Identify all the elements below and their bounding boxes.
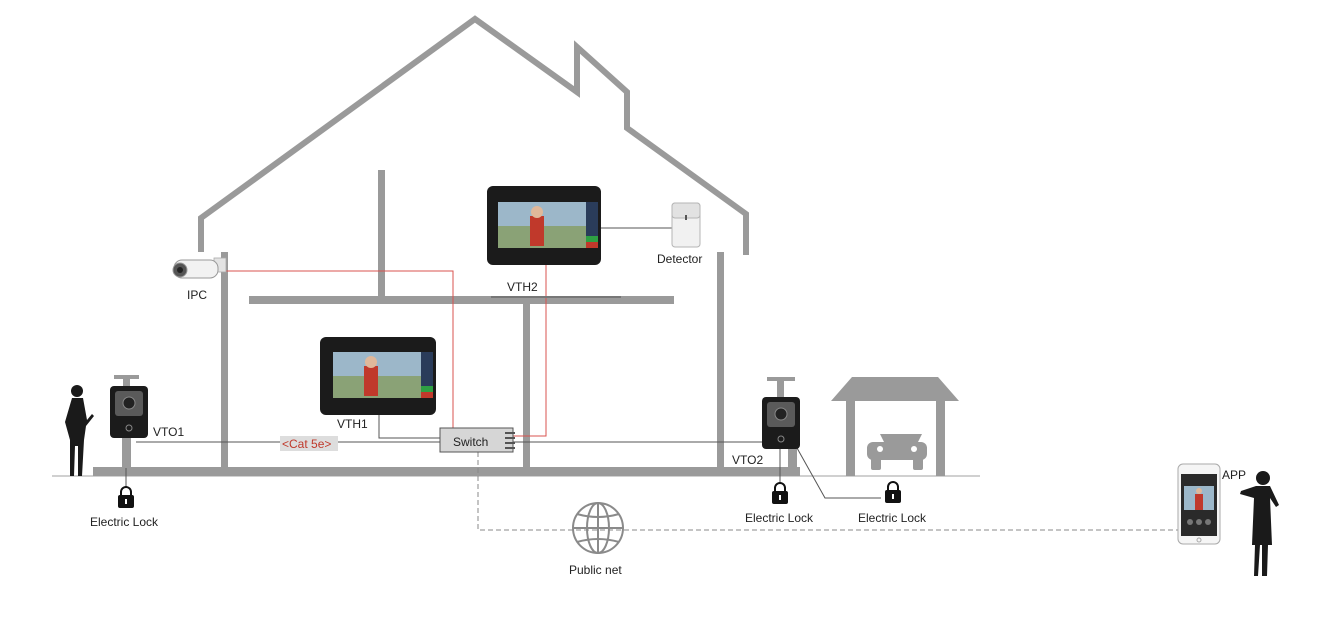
vth1-monitor-icon (320, 337, 436, 415)
ipc-label: IPC (187, 288, 207, 302)
globe-icon (572, 502, 624, 554)
public-net-dashed-line (477, 452, 1180, 531)
lock-right-label: Electric Lock (858, 511, 927, 525)
person-left-silhouette-icon (65, 385, 94, 476)
vth2-to-switch-cable (513, 262, 547, 437)
vth2-monitor-icon (487, 186, 601, 265)
lock-left-label: Electric Lock (90, 515, 159, 529)
house-right-wall (717, 252, 724, 470)
detector-icon (671, 202, 701, 248)
house-middle-floor (249, 296, 674, 304)
person-right-silhouette-icon (1240, 471, 1279, 576)
smartphone-icon (1177, 463, 1221, 545)
lock-mid-label: Electric Lock (745, 511, 814, 525)
vth2-shelf (491, 296, 621, 298)
switch-device: Switch (439, 427, 515, 453)
vto2-door-station-icon (762, 377, 800, 468)
house-left-wall (221, 252, 228, 470)
ipc-camera-icon (172, 257, 227, 279)
garage-icon (831, 377, 959, 476)
vth1-label: VTH1 (337, 417, 368, 431)
vth2-label: VTH2 (507, 280, 538, 294)
lock-mid-icon (772, 482, 788, 504)
house-interior-wall-upper (378, 170, 385, 298)
ipc-to-switch-cable (226, 270, 454, 428)
vto2-to-garage-lock-cable (796, 447, 881, 499)
vto2-label: VTO2 (732, 453, 763, 467)
vth1-to-switch-cable (378, 412, 440, 439)
cat5e-label: <Cat 5e> (282, 437, 331, 451)
app-label: APP (1222, 468, 1246, 482)
public-net-label: Public net (569, 563, 622, 577)
lock-right-icon (885, 481, 901, 503)
cat5e-badge (280, 436, 338, 451)
car-icon (867, 434, 927, 470)
vto1-door-station-icon (110, 375, 148, 468)
house-floor (93, 467, 800, 476)
house-outline (198, 15, 749, 255)
house-interior-wall-lower (523, 304, 530, 468)
vto1-label: VTO1 (153, 425, 184, 439)
lock-left-icon (118, 486, 134, 508)
switch-label: Switch (453, 435, 488, 449)
detector-label: Detector (657, 252, 702, 266)
